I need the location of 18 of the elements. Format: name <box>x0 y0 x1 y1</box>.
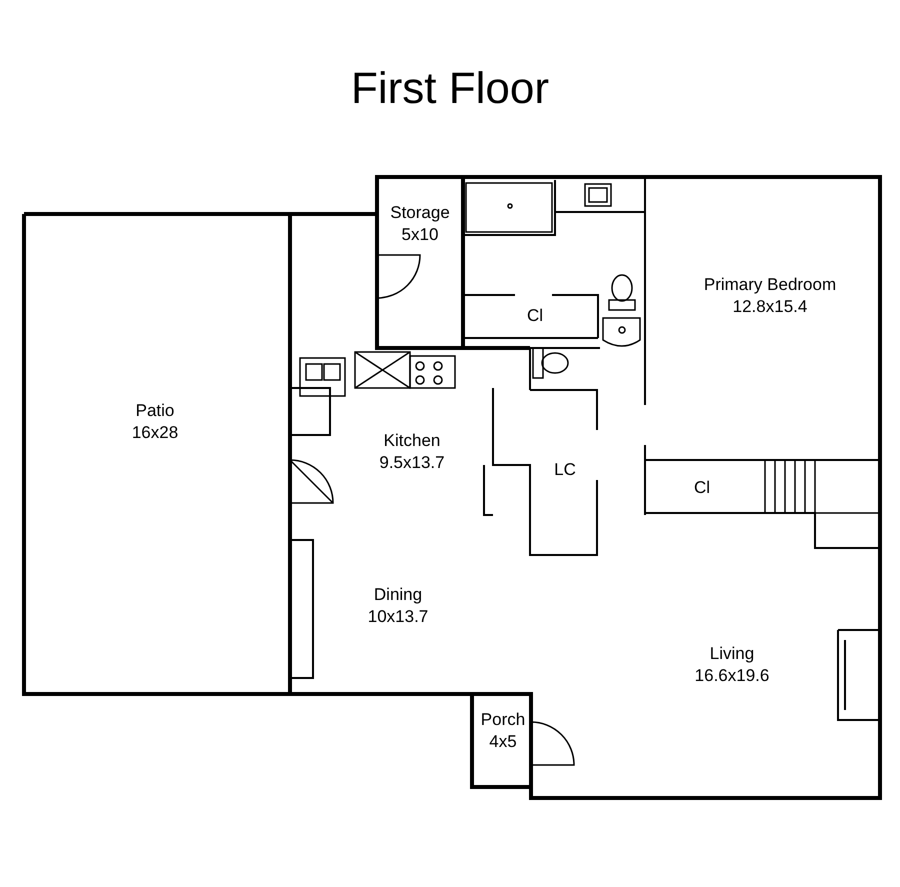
room-name: Primary Bedroom <box>704 274 836 296</box>
room-dimensions: 10x13.7 <box>368 606 428 628</box>
room-dimensions: 9.5x13.7 <box>379 452 445 474</box>
room-name: Kitchen <box>382 430 442 452</box>
room-dimensions: 16.6x19.6 <box>694 665 770 687</box>
room-name: Dining <box>372 584 424 606</box>
room-dimensions: 16x28 <box>132 422 178 444</box>
room-name: Porch <box>480 709 526 731</box>
room-name: Cl <box>526 305 544 327</box>
room-dimensions: 12.8x15.4 <box>732 296 808 318</box>
room-name: LC <box>554 459 576 481</box>
room-dimensions: 5x10 <box>400 224 440 246</box>
title: First Floor <box>350 63 550 115</box>
room-name: Storage <box>390 202 450 224</box>
room-name: Living <box>708 643 756 665</box>
room-name: Patio <box>134 400 176 422</box>
room-name: Cl <box>694 477 710 499</box>
room-dimensions: 4x5 <box>488 731 518 753</box>
